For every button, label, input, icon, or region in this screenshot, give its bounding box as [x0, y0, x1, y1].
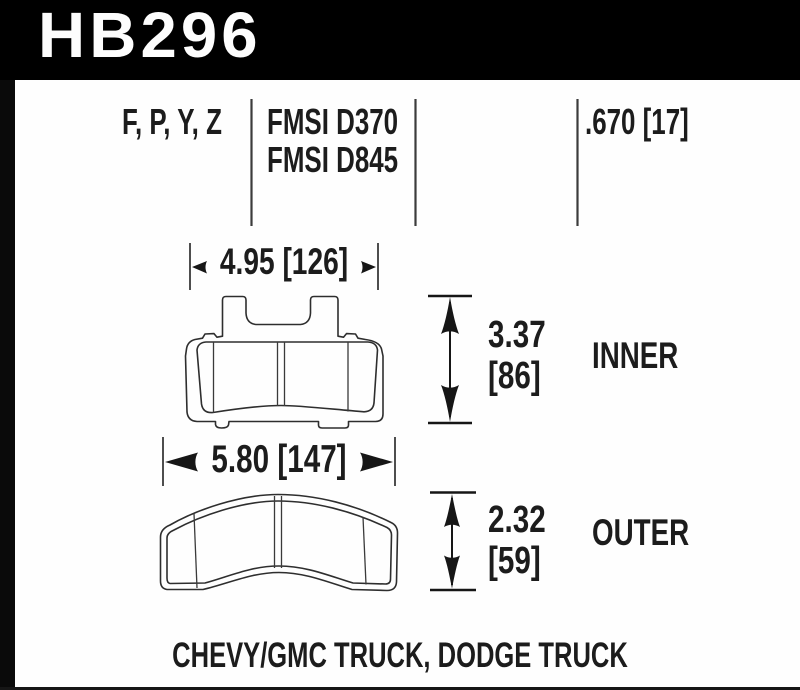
inner-pad-height-value: 3.37 [86] — [488, 315, 546, 397]
outer-pad-drawing — [159, 493, 399, 592]
left-arrowhead — [192, 261, 207, 274]
inner-pad-width-value: 4.95 [126] — [219, 241, 349, 282]
outer-pad-height-dimension — [430, 491, 476, 592]
bottom-edge-bar — [0, 687, 800, 690]
fmsi-number-2: FMSI D845 — [267, 139, 399, 180]
inner-pad-width-dimension — [189, 243, 379, 290]
outer-pad-width-dimension — [162, 437, 396, 486]
up-arrowhead — [441, 297, 459, 334]
outer-pad-chamfer-line-left — [193, 513, 198, 589]
inner-pad-backing-plate — [184, 295, 384, 429]
part-number: HB296 — [38, 0, 262, 71]
down-arrowhead — [444, 555, 460, 589]
inner-height-mm: [86] — [488, 355, 541, 397]
outer-pad-height-value: 2.32 [59] — [488, 500, 546, 582]
outer-pad-friction-outline — [166, 500, 393, 585]
up-arrowhead — [444, 494, 460, 527]
fmsi-number-1: FMSI D370 — [267, 101, 399, 142]
inner-height-inches: 3.37 — [488, 314, 546, 356]
left-arrowhead — [165, 452, 198, 472]
left-edge-bar — [0, 80, 15, 690]
inner-pad-friction-outline — [196, 341, 379, 414]
inner-pad-height-dimension — [428, 294, 472, 425]
vehicle-applications: CHEVY/GMC TRUCK, DODGE TRUCK — [172, 636, 628, 675]
spec-row-dividers — [250, 99, 579, 226]
outer-pad-width-value: 5.80 [147] — [211, 438, 347, 481]
inner-pad-drawing — [184, 295, 384, 429]
outer-pad-chamfer-line-right — [362, 516, 367, 585]
outer-pad-backing-plate — [159, 493, 399, 592]
down-arrowhead — [441, 385, 459, 422]
right-arrowhead — [360, 452, 393, 472]
outer-height-inches: 2.32 — [488, 499, 546, 541]
right-arrowhead — [361, 261, 376, 274]
inner-pad-label: INNER — [592, 335, 679, 376]
outer-height-mm: [59] — [488, 540, 541, 582]
outer-pad-label: OUTER — [592, 512, 690, 553]
compound-codes: F, P, Y, Z — [122, 101, 222, 142]
pad-thickness: .670 [17] — [585, 101, 689, 142]
header-bar: HB296 — [0, 0, 800, 80]
